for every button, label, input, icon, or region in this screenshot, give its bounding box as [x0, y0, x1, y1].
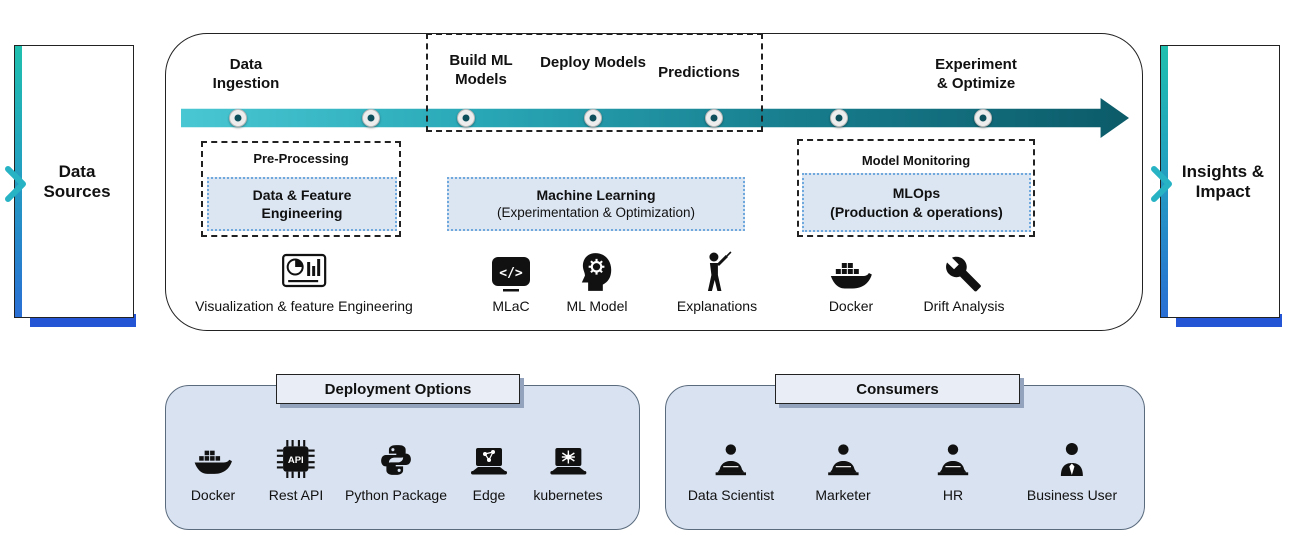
consumers-title: Consumers	[775, 374, 1020, 404]
tool-label: Visualization & feature Engineering	[195, 298, 413, 314]
deployment-item-kubernetes: kubernetes	[533, 434, 603, 503]
build-deploy-predict-group-box	[426, 33, 763, 132]
docker-whale-icon	[191, 434, 235, 478]
deployment-item-label: Python Package	[345, 487, 447, 503]
consumer-item-label: Data Scientist	[687, 487, 775, 503]
consumers-panel	[665, 385, 1145, 530]
chevron-right-icon	[1151, 166, 1172, 202]
business-person-icon	[1027, 434, 1117, 478]
consumer-item-label: Business User	[1026, 487, 1118, 503]
consumer-item-label: HR	[942, 487, 964, 503]
panel-title-text: Deployment Options	[324, 380, 472, 398]
tool-mlac: </> MLaC	[490, 245, 532, 314]
pipeline-node	[705, 109, 723, 127]
callout-line: (Experimentation & Optimization)	[496, 205, 696, 221]
person-laptop-icon	[688, 434, 774, 478]
data-feature-engineering-callout: Data & Feature Engineering	[207, 177, 397, 231]
panel-title-text: Consumers	[856, 380, 939, 398]
stage-predictions: Predictions	[658, 64, 740, 81]
edge-device-icon	[469, 434, 509, 478]
tool-label: Explanations	[676, 298, 758, 314]
callout-line: Machine Learning	[536, 187, 656, 204]
person-laptop-icon	[934, 434, 972, 478]
consumer-item-marketer: Marketer	[815, 434, 871, 503]
pipeline-node	[362, 109, 380, 127]
tool-explanations: Explanations	[677, 245, 757, 314]
code-window-icon: </>	[490, 245, 532, 293]
tool-visualization: Visualization & feature Engineering	[195, 245, 413, 314]
deployment-item-label: Docker	[190, 487, 236, 503]
stage-data-ingestion: Data Ingestion	[212, 56, 280, 92]
stage-experiment-optimize: Experiment & Optimize	[935, 56, 1017, 92]
deployment-item-rest-api: API Rest API	[269, 434, 323, 503]
deployment-item-docker: Docker	[191, 434, 235, 503]
pipeline-node	[830, 109, 848, 127]
stage-deploy-models: Deploy Models	[540, 54, 646, 71]
consumer-item-hr: HR	[934, 434, 972, 503]
consumer-item-business-user: Business User	[1027, 434, 1117, 503]
deployment-item-edge: Edge	[469, 434, 509, 503]
deployment-options-title: Deployment Options	[276, 374, 520, 404]
deployment-item-label: Rest API	[268, 487, 324, 503]
docker-whale-icon	[829, 245, 873, 293]
presenter-icon	[677, 245, 757, 293]
head-gear-icon	[567, 245, 628, 293]
deployment-item-label: Edge	[472, 487, 506, 503]
model-monitoring-group-box	[797, 139, 1035, 237]
pipeline-node	[584, 109, 602, 127]
pipeline-container: Data Ingestion Build ML Models Deploy Mo…	[165, 33, 1143, 331]
python-icon	[345, 434, 447, 478]
kubernetes-device-icon	[533, 434, 602, 478]
pipeline-node	[457, 109, 475, 127]
preprocessing-title: Pre-Processing	[253, 151, 349, 166]
callout-line: MLOps	[892, 185, 941, 202]
model-monitoring-title: Model Monitoring	[861, 153, 971, 168]
tool-label: ML Model	[566, 298, 628, 314]
tool-label: MLaC	[492, 298, 530, 314]
pipeline-node	[974, 109, 992, 127]
tool-label: Drift Analysis	[923, 298, 1005, 314]
callout-line: Engineering	[261, 205, 343, 221]
person-laptop-icon	[815, 434, 870, 478]
svg-text:</>: </>	[499, 266, 523, 281]
machine-learning-callout: Machine Learning (Experimentation & Opti…	[447, 177, 745, 231]
preprocessing-group-box	[201, 141, 401, 237]
tool-docker: Docker	[829, 245, 873, 314]
pipeline-node	[229, 109, 247, 127]
callout-line: Data & Feature	[252, 186, 352, 203]
insights-impact-box: Insights & Impact	[1160, 45, 1280, 318]
deployment-item-label: kubernetes	[533, 487, 603, 503]
callout-line: (Production & operations)	[830, 203, 1003, 220]
tool-ml-model: ML Model	[566, 245, 628, 314]
pie-bar-chart-icon	[195, 245, 413, 293]
mlops-callout: MLOps (Production & operations)	[802, 173, 1031, 232]
tool-label: Docker	[828, 298, 874, 314]
svg-text:API: API	[288, 455, 304, 466]
consumer-item-label: Marketer	[815, 487, 871, 503]
wrench-icon	[924, 245, 1005, 293]
insights-impact-label: Insights & Impact	[1181, 161, 1265, 201]
api-chip-icon: API	[269, 434, 323, 478]
chevron-right-icon	[5, 166, 26, 202]
data-sources-label: Data Sources	[43, 161, 111, 201]
data-sources-box: Data Sources	[14, 45, 134, 318]
deployment-item-python: Python Package	[345, 434, 447, 503]
stage-build-ml-models: Build ML Models	[449, 52, 513, 88]
consumer-item-data-scientist: Data Scientist	[688, 434, 774, 503]
tool-drift-analysis: Drift Analysis	[923, 245, 1005, 314]
